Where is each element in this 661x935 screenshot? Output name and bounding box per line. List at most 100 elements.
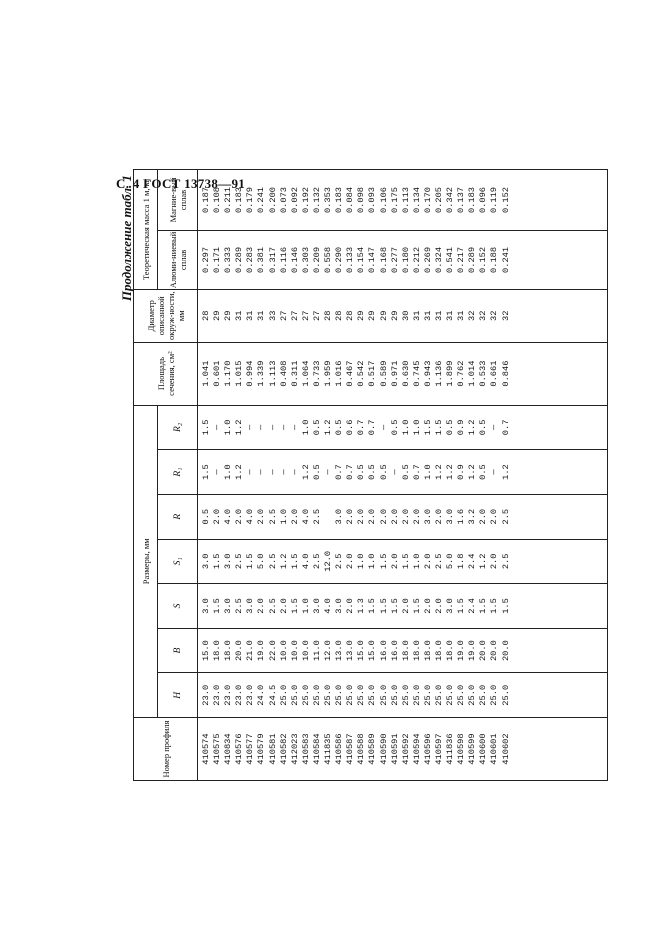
cell-H-27: 25.0 (489, 684, 500, 706)
cell-aluminum-1: 0.297 (201, 246, 211, 273)
cell-S1-2: 1.5 (212, 553, 223, 570)
cell-diameter-6: 31 (256, 310, 267, 321)
cell-R2-7: — (267, 424, 278, 430)
cell-B-7: 22.0 (267, 640, 278, 662)
cell-H-1: 23.0 (201, 684, 211, 706)
cell-aluminum-7: 0.317 (267, 246, 278, 273)
cell-R2-9: — (289, 424, 300, 430)
header-r: R (157, 494, 198, 540)
cell-area-10: 1.064 (300, 360, 311, 387)
cell-H-26: 25.0 (478, 684, 489, 706)
cell-area-21: 0.943 (422, 360, 433, 387)
cell-S1-27: 2.0 (489, 553, 500, 570)
cell-diameter-1: 28 (201, 310, 211, 321)
cell-R2-21: 1.5 (422, 419, 433, 436)
cell-diameter-22: 31 (433, 310, 444, 321)
cell-H-6: 24.0 (256, 684, 267, 706)
cell-diameter-9: 27 (289, 310, 300, 321)
cell-S1-5: 1.5 (245, 553, 256, 570)
cell-S-22: 2.0 (433, 598, 444, 614)
header-profile-no: Номер профиля (133, 717, 198, 781)
cell-aluminum-24: 0.217 (456, 246, 467, 273)
cell-R1-4: 1.2 (234, 464, 245, 480)
cell-magnesium-9: 0.092 (289, 186, 300, 214)
rotated-table-block: Продолжение табл. 1 Номер профиля Размер… (119, 169, 613, 781)
cell-magnesium-26: 0.096 (478, 186, 489, 214)
cell-aluminum-25: 0.289 (467, 246, 478, 273)
cell-R2-12: 1.2 (323, 419, 334, 436)
cell-R2-22: 1.5 (433, 419, 444, 436)
profiles-table: Номер профиля Размеры, мм Площадь сечени… (133, 169, 608, 781)
cell-H-11: 25.0 (311, 684, 322, 706)
cell-aluminum-15: 0.154 (356, 246, 367, 273)
cell-R1-9: — (289, 469, 300, 475)
cell-aluminum-11: 0.209 (311, 246, 322, 273)
cell-R1-22: 1.2 (433, 464, 444, 480)
cell-S-6: 2.0 (256, 598, 267, 614)
cell-R1-8: — (278, 469, 289, 475)
cell-diameter-2: 29 (212, 310, 223, 321)
cell-R2-2: — (212, 424, 223, 430)
cell-B-20: 18.0 (411, 640, 422, 662)
cell-S-19: 2.0 (400, 598, 411, 614)
cell-S-4: 2.5 (234, 598, 245, 614)
cell-B-19: 18.0 (400, 640, 411, 662)
cell-S-27: 1.5 (489, 598, 500, 614)
cell-magnesium-6: 0.241 (256, 186, 267, 214)
cell-magnesium-20: 0.134 (411, 186, 422, 214)
cell-diameter-25: 32 (467, 310, 478, 321)
cell-S1-13: 2.5 (334, 553, 345, 570)
cell-B-25: 19.0 (467, 640, 478, 662)
cell-profile-no-26: 410600 (478, 733, 489, 765)
cell-R1-27: — (489, 469, 500, 475)
cell-R2-19: 1.0 (400, 419, 411, 436)
cell-area-20: 0.745 (411, 360, 422, 387)
cell-area-8: 0.408 (278, 360, 289, 387)
header-area: Площадь сечения, см² (133, 342, 198, 406)
cell-area-1: 1.041 (201, 360, 211, 387)
header-dimensions-group: Размеры, мм (133, 405, 158, 718)
cell-R-14: 2.0 (345, 508, 356, 525)
cell-S1-4: 2.5 (234, 553, 245, 570)
cell-R1-14: 0.7 (345, 464, 356, 480)
cell-profile-no-6: 410579 (256, 733, 267, 765)
cell-aluminum-26: 0.152 (478, 246, 489, 273)
cell-S-17: 1.5 (378, 598, 389, 614)
cell-diameter-13: 28 (334, 310, 345, 321)
cell-S1-20: 1.0 (411, 553, 422, 570)
cell-diameter-16: 29 (367, 310, 378, 321)
cell-magnesium-15: 0.098 (356, 186, 367, 214)
cell-aluminum-2: 0.171 (212, 246, 223, 273)
cell-magnesium-1: 0.187 (201, 186, 211, 214)
cell-S1-26: 1.2 (478, 553, 489, 570)
cell-R-15: 2.0 (356, 508, 367, 525)
cell-area-2: 0.601 (212, 360, 223, 387)
cell-magnesium-12: 0.353 (323, 186, 334, 214)
cell-S1-15: 1.0 (356, 553, 367, 570)
cell-area-26: 0.533 (478, 360, 489, 387)
cell-magnesium-4: 0.183 (234, 186, 245, 214)
cell-R1-28: 1.2 (500, 464, 511, 480)
cell-R2-4: 1.2 (234, 419, 245, 436)
cell-R2-10: 1.0 (300, 419, 311, 436)
cell-S-24: 1.5 (456, 598, 467, 614)
cell-S1-14: 2.0 (345, 553, 356, 570)
cell-aluminum-27: 0.188 (489, 246, 500, 273)
cell-S-20: 1.5 (411, 598, 422, 614)
cell-R-22: 2.0 (433, 508, 444, 525)
cell-B-24: 19.0 (456, 640, 467, 662)
cell-aluminum-20: 0.212 (411, 246, 422, 273)
cell-magnesium-8: 0.073 (278, 186, 289, 214)
cell-magnesium-10: 0.192 (300, 186, 311, 214)
cell-diameter-27: 32 (489, 310, 500, 321)
cell-diameter-28: 32 (500, 310, 511, 321)
cell-aluminum-18: 0.277 (389, 246, 400, 273)
cell-R-1: 0.5 (201, 508, 211, 525)
cell-aluminum-10: 0.303 (300, 246, 311, 273)
header-r2: R₂ (157, 405, 198, 450)
cell-B-9: 10.0 (289, 640, 300, 662)
